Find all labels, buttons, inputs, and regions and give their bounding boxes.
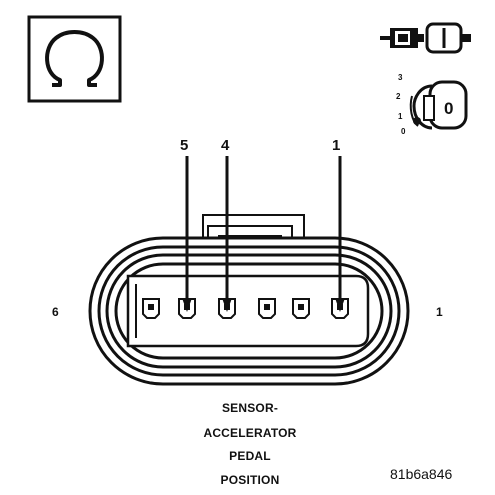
probe-pin-4-label: 4 [221, 137, 230, 154]
caption-line-3: PEDAL [229, 449, 271, 463]
probe-arrow-5 [182, 156, 192, 312]
probe-pin-5-label: 5 [180, 137, 188, 154]
caption-line-1: SENSOR- [221, 401, 279, 415]
side-label-6: 6 [52, 305, 59, 319]
terminal-cavity-2 [292, 298, 310, 319]
ignition-position-2: 2 [396, 92, 401, 101]
probe-arrows [182, 156, 345, 312]
ignition-position-3: 3 [398, 73, 403, 82]
ignition-key-off-icon: 3 2 1 0 0 [396, 73, 468, 136]
disconnected-connector-icon [380, 22, 471, 54]
ignition-position-1: 1 [398, 112, 403, 121]
caption-line-4: POSITION [220, 473, 280, 487]
caption-line-2: ACCELERATOR [203, 426, 297, 440]
probe-arrow-1 [335, 156, 345, 312]
figure-reference-code: 81b6a846 [390, 466, 453, 482]
terminal-cavity-3 [258, 298, 276, 319]
terminal-cavity-6 [142, 298, 160, 319]
probe-pin-1-label: 1 [332, 137, 340, 154]
ignition-position-0: 0 [401, 127, 406, 136]
connector-body [88, 214, 410, 386]
ignition-key-label: 0 [444, 99, 453, 118]
probe-arrow-4 [222, 156, 232, 312]
side-label-1: 1 [436, 305, 443, 319]
ohm-meter-icon [27, 15, 122, 103]
